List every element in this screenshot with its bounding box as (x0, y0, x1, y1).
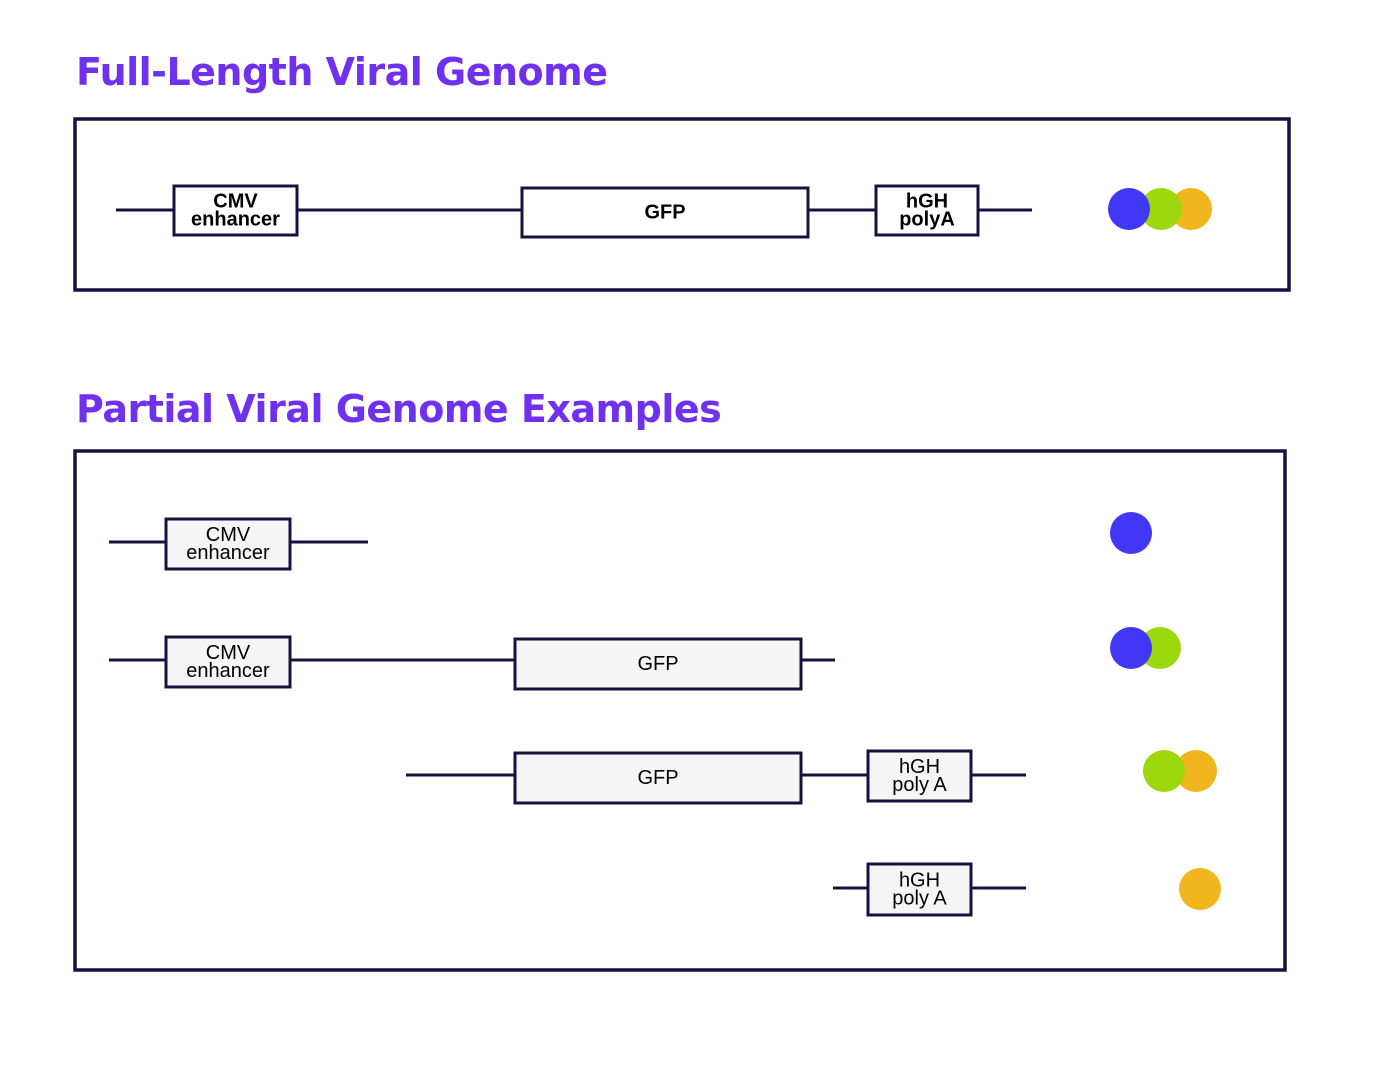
row4-hgh-polya-box (866, 862, 973, 917)
full-cmv-enhancer-label-2: enhancer (191, 209, 280, 231)
row3-hgh-polya-box (866, 749, 973, 803)
row2-gfp-dot (1139, 627, 1181, 669)
row1-cmv-dot (1110, 512, 1152, 554)
full-gfp-dot (1140, 188, 1182, 230)
row3-gfp-dot (1143, 750, 1185, 792)
row3-hgh-dot (1175, 750, 1217, 792)
row3-hgh-polya-label-2: poly A (892, 774, 947, 796)
row1-cmv-enhancer-label-2: enhancer (186, 542, 270, 564)
full-hgh-polya-label-2: polyA (899, 209, 955, 231)
row4-hgh-polya-label-2: poly A (892, 888, 947, 910)
row2-gfp-box (513, 637, 803, 691)
full-gfp-box (520, 186, 810, 239)
full-cmv-dot (1108, 188, 1150, 230)
row2-cmv-dot (1110, 627, 1152, 669)
full-gfp-label-1: GFP (644, 202, 685, 224)
row1-cmv-enhancer-box (164, 517, 292, 571)
full-hgh-polya-box (874, 184, 980, 237)
row3-gfp-label-1: GFP (637, 767, 678, 789)
row3-hgh-polya-label-1: hGH (899, 756, 940, 778)
row2-gfp-label-1: GFP (637, 653, 678, 675)
row3-gfp-box (513, 751, 803, 805)
row4-hgh-polya-label-1: hGH (899, 869, 940, 891)
row1-cmv-enhancer-label-1: CMV (206, 524, 251, 546)
partial-genome-title: Partial Viral Genome Examples (76, 387, 722, 431)
full-cmv-enhancer-label-1: CMV (213, 190, 258, 212)
row2-cmv-enhancer-label-1: CMV (206, 642, 251, 664)
row4-hgh-dot (1179, 868, 1221, 910)
full-genome-title: Full-Length Viral Genome (76, 50, 608, 94)
full-cmv-enhancer-box (172, 184, 299, 237)
row2-cmv-enhancer-label-2: enhancer (186, 660, 270, 682)
full-hgh-polya-label-1: hGH (906, 190, 948, 212)
full-genome-panel (73, 117, 1291, 292)
row2-cmv-enhancer-box (164, 635, 292, 689)
partial-genome-panel (73, 449, 1287, 972)
full-hgh-dot (1170, 188, 1212, 230)
